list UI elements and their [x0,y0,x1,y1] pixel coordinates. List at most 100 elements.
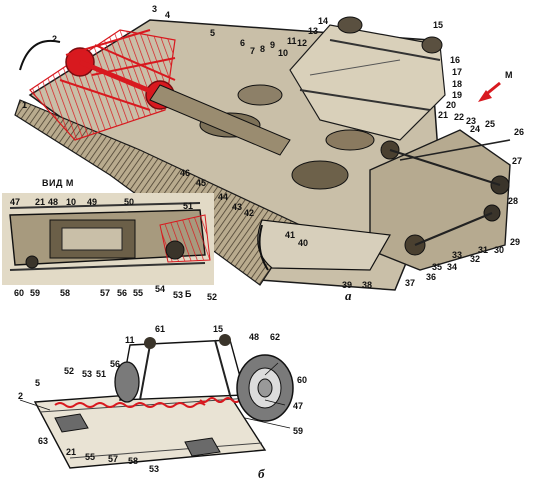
callout-b-5: 5 [35,378,40,388]
callout-37: 37 [405,278,415,288]
callout-36: 36 [426,272,436,282]
callout-3: 3 [152,4,157,14]
callout-v-57: 57 [100,288,110,298]
drive-chain [199,397,241,403]
reel [29,29,176,141]
top-roller-right [421,36,443,54]
callout-v-55: 55 [133,288,143,298]
callout-41: 41 [285,230,295,240]
callout-b-62: 62 [270,332,280,342]
auger [149,84,291,156]
callout-v-51: 51 [183,201,193,211]
callout-15: 15 [433,20,443,30]
callout-29: 29 [510,237,520,247]
callout-5: 5 [210,28,215,38]
frame-arch [119,339,246,401]
callout-46: 46 [180,168,190,178]
tire-left [114,361,140,403]
callout-22: 22 [454,112,464,122]
callout-v-49: 49 [87,197,97,207]
callout-b-55: 55 [85,452,95,462]
callout-v-59: 59 [30,288,40,298]
callout-12: 12 [297,38,307,48]
marker-b: Б [185,289,192,299]
crop-divider [258,224,269,271]
callout-b-47: 47 [293,401,303,411]
callout-v-53: 53 [173,290,183,300]
callouts-view-m: 47 21 48 10 49 50 51 60 59 58 57 56 55 5… [10,197,217,302]
callout-26: 26 [514,127,524,137]
panel-b-schematic: б [19,334,294,481]
callout-b-56: 56 [110,359,120,369]
callout-b-63: 63 [38,436,48,446]
callout-20: 20 [446,100,456,110]
callout-8: 8 [260,44,265,54]
callout-b-60: 60 [297,375,307,385]
callout-39: 39 [342,280,352,290]
callout-b-59: 59 [293,426,303,436]
top-roller-left [337,16,363,34]
drum-4 [325,129,375,151]
callout-13: 13 [308,26,318,36]
drum-2 [237,84,283,106]
callout-b-21: 21 [66,447,76,457]
callout-27: 27 [512,156,522,166]
cutter-bar [14,99,301,286]
view-m-arrow-label: М [505,70,513,80]
callouts-panel-a: 1 2 3 4 5 6 7 8 9 10 11 12 13 14 15 16 1… [22,4,524,290]
callout-24: 24 [470,124,480,134]
callout-v-56: 56 [117,288,127,298]
callout-21: 21 [438,110,448,120]
callout-7: 7 [250,46,255,56]
callout-38: 38 [362,280,372,290]
callouts-panel-b: 11 61 15 48 62 56 52 53 51 5 2 60 47 59 … [18,324,307,474]
callout-33: 33 [452,250,462,260]
callout-v-52: 52 [207,292,217,302]
callout-6: 6 [240,38,245,48]
callout-34: 34 [447,262,457,272]
callout-9: 9 [270,40,275,50]
callout-1: 1 [22,100,27,110]
callout-b-52: 52 [64,366,74,376]
skid-left [54,413,89,433]
callout-18: 18 [452,79,462,89]
callout-19: 19 [452,90,462,100]
callout-44: 44 [218,192,228,202]
callout-42: 42 [244,208,254,218]
callout-43: 43 [232,202,242,212]
panel-label-a: а [345,288,352,303]
panel-view-m: ВИД М Б [2,178,214,299]
view-m-wheel [165,240,185,260]
skid-right [184,437,221,457]
drum-3 [291,160,349,190]
callout-4: 4 [165,10,170,20]
callout-b-51: 51 [96,369,106,379]
callout-b-58: 58 [128,456,138,466]
callout-b-61: 61 [155,324,165,334]
callout-35: 35 [432,262,442,272]
callout-16: 16 [450,55,460,65]
callout-v-48: 48 [48,197,58,207]
callout-v-60: 60 [14,288,24,298]
callout-v-58: 58 [60,288,70,298]
callout-v-10: 10 [66,197,76,207]
callout-b-48: 48 [249,332,259,342]
callout-40: 40 [298,238,308,248]
callout-11: 11 [287,36,297,46]
reel-chain [54,402,206,408]
callout-b-57: 57 [108,454,118,464]
callout-v-21: 21 [35,197,45,207]
callout-10: 10 [278,48,288,58]
callout-30: 30 [494,245,504,255]
panel-label-b: б [258,466,265,481]
callout-14: 14 [318,16,328,26]
callout-45: 45 [196,178,206,188]
callout-2: 2 [52,34,57,44]
callout-v-54: 54 [155,284,165,294]
schematic-roller-left [144,337,156,349]
panel-a-machine: М А а [14,16,513,303]
callout-28: 28 [508,196,518,206]
callout-b-53b: 53 [149,464,159,474]
callout-17: 17 [452,67,462,77]
